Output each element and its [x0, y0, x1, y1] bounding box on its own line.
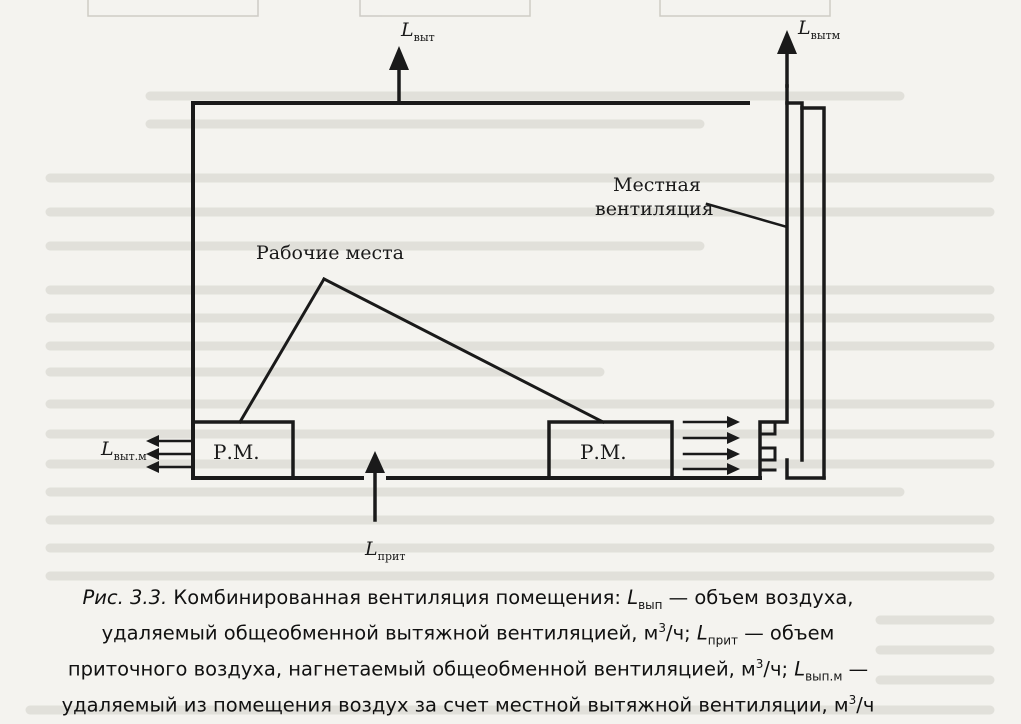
room-wall [191, 101, 750, 480]
pointer-line-left [237, 276, 327, 425]
caption-fig-number: Рис. 3.3. [82, 586, 168, 609]
workplace-box-left [191, 420, 295, 480]
figure-caption: Рис. 3.3. Комбинированная вентиляция пом… [58, 586, 878, 717]
hood-flow-arrows [682, 420, 732, 471]
label-exhaust-general-sub: выт [413, 31, 435, 44]
label-exhaust-local-top-main: L [798, 17, 811, 39]
label-exhaust-local-left-main: L [101, 438, 114, 460]
left-flow-arrows [154, 439, 194, 469]
caption-part-3: /ч; [666, 621, 697, 645]
caption-sup-3: 3 [848, 693, 857, 708]
hood-arrowheads [727, 416, 740, 475]
label-exhaust-local-top-sub: вытм [810, 29, 841, 42]
label-supply: Lприт [365, 538, 405, 563]
local-exhaust-arrowhead [777, 30, 797, 54]
duct-bottom-bend [785, 458, 826, 480]
caption-symbol-2-sub: прит [707, 633, 738, 648]
label-supply-main: L [365, 538, 378, 560]
caption-symbol-1: L [627, 586, 639, 609]
supply-arrowhead [365, 451, 385, 473]
caption-part-1: Комбинированная вентиляция помещения: [167, 586, 628, 609]
label-supply-sub: прит [377, 550, 406, 563]
caption-symbol-1-sub: вып [638, 597, 663, 612]
caption-symbol-3-sub: вып.м [805, 669, 843, 684]
label-exhaust-local-left: Lвыт.м [101, 438, 147, 463]
workplace-box-right [547, 420, 674, 480]
left-arrowheads [146, 435, 159, 473]
caption-part-5: /ч; [763, 657, 795, 681]
label-local-vent-1: Местная [613, 174, 701, 196]
workplace-label-left: Р.М. [213, 440, 260, 464]
label-exhaust-local-top: Lвытм [798, 17, 840, 42]
caption-sup-2: 3 [755, 657, 764, 672]
local-vent-duct-outer [785, 84, 826, 480]
label-workplaces: Рабочие места [256, 242, 405, 264]
local-vent-hood [758, 420, 777, 472]
caption-part-6: — удаляемый из помещения воздух за счет … [61, 657, 869, 717]
caption-symbol-2: L [696, 621, 708, 645]
general-exhaust-arrowhead [389, 46, 409, 70]
caption-part-2: — объем воздуха, удаляемый общеобменной … [101, 586, 854, 645]
label-exhaust-local-left-sub: выт.м [113, 450, 147, 463]
caption-symbol-3: L [794, 657, 806, 681]
label-exhaust-general: Lвыт [401, 19, 435, 44]
caption-part-4: — объем приточного воздуха, нагнетаемый … [67, 621, 835, 681]
label-exhaust-general-main: L [401, 19, 414, 41]
caption-part-7: /ч [856, 693, 875, 717]
workplace-label-right: Р.М. [580, 440, 627, 464]
label-local-vent-2: вентиляция [595, 198, 714, 220]
pointer-line-right [321, 276, 606, 425]
caption-sup-1: 3 [658, 621, 666, 636]
local-vent-pointer [705, 202, 789, 229]
